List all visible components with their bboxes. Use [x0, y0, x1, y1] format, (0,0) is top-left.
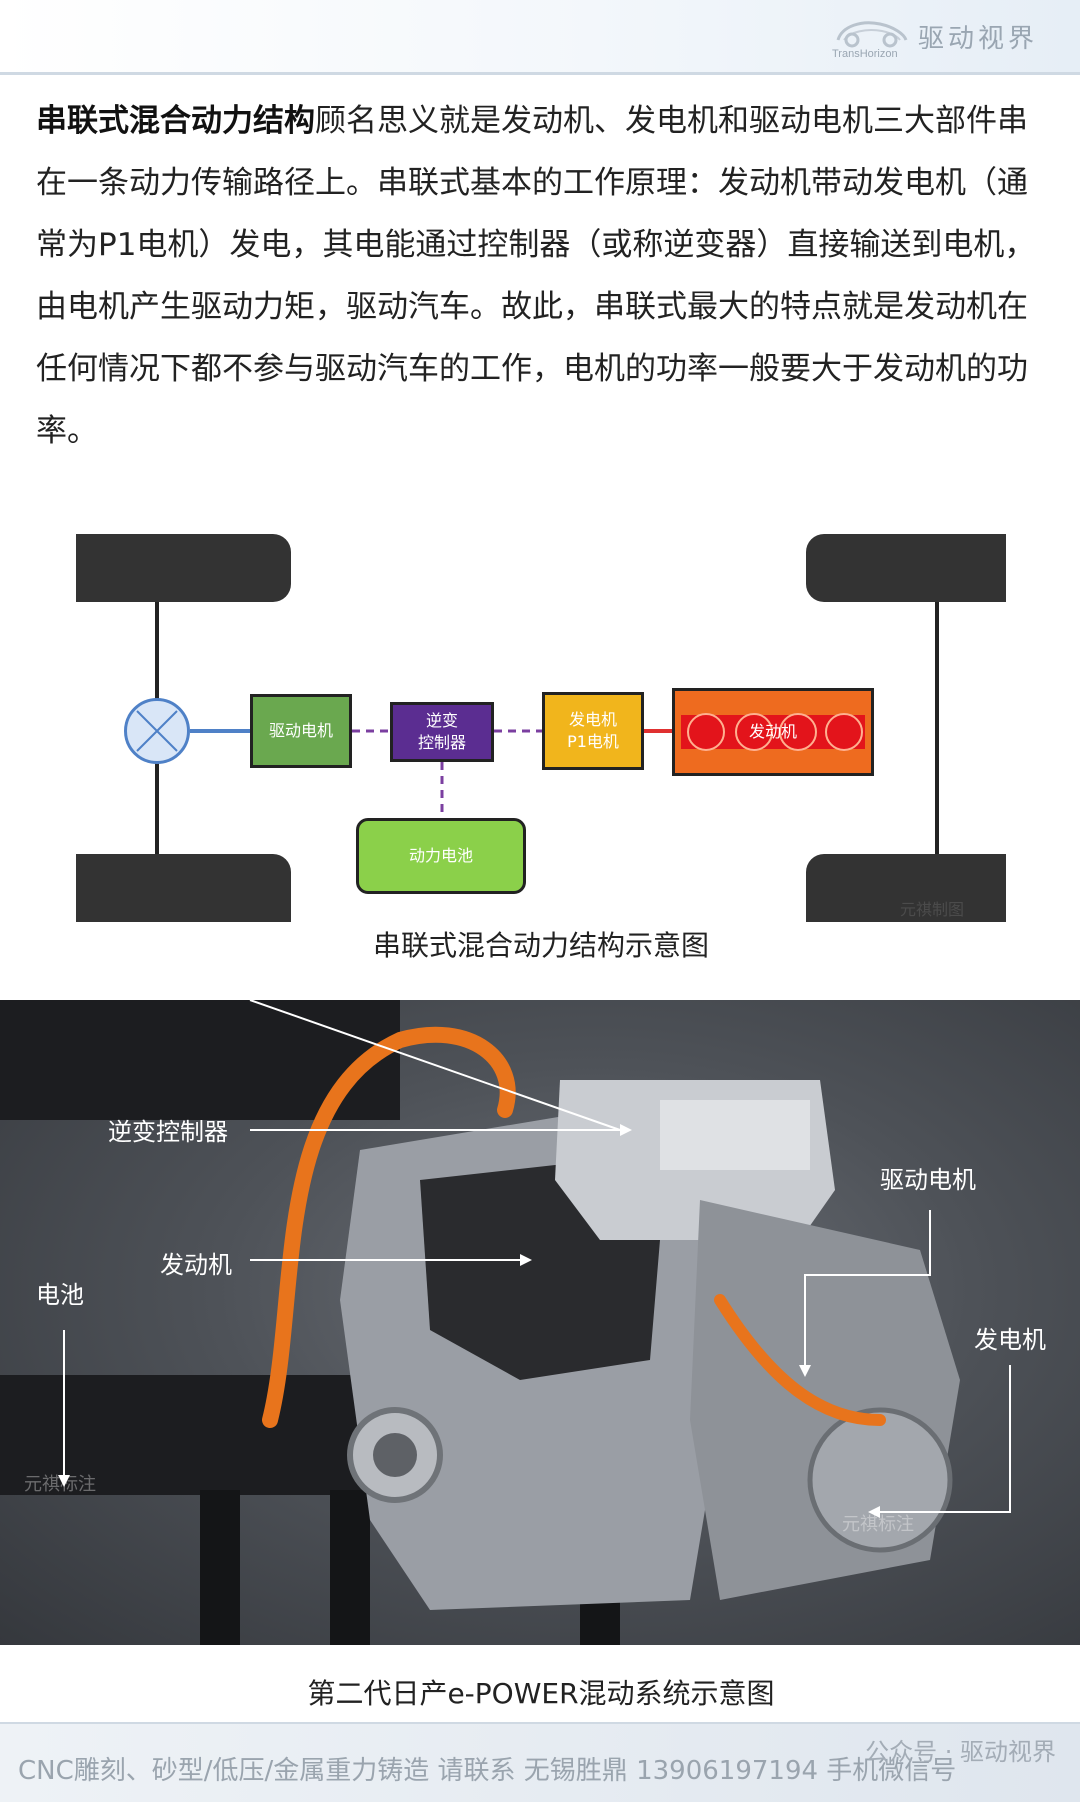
wheel-front-left [76, 534, 291, 602]
drive-motor-block: 驱动电机 [250, 694, 352, 768]
diagram-watermark: 元祺制图 [900, 900, 965, 919]
battery-callout: 电池 [36, 1281, 84, 1309]
engine-callout: 发动机 [160, 1251, 232, 1279]
drive-motor-callout: 驱动电机 [880, 1166, 976, 1194]
engine-cylinder-4 [825, 713, 863, 751]
wheel-rear-right [806, 854, 1006, 922]
page-header: 驱动视界 TransHorizon [0, 0, 1080, 75]
generator-block: 发电机 P1电机 [542, 692, 644, 770]
engine-cylinder-3 [779, 713, 817, 751]
inverter-label-line2: 控制器 [417, 733, 466, 752]
inverter-label-line1: 逆变 [425, 711, 458, 730]
wheel-rear-left [76, 854, 291, 922]
diagram-caption: 串联式混合动力结构示意图 [372, 929, 709, 962]
engine-cylinder-1 [687, 713, 725, 751]
photo-watermark-right: 元祺标注 [842, 1514, 914, 1535]
intro-text: 顾名思义就是发动机、发电机和驱动电机三大部件串在一条动力传输路径上。串联式基本的… [36, 103, 1036, 449]
cross-icon [136, 710, 178, 752]
right-axle [935, 602, 939, 854]
generator-label-line1: 发电机 [568, 710, 617, 729]
connector-lines [190, 729, 672, 818]
generator-callout: 发电机 [974, 1326, 1046, 1354]
generator-label-line2: P1电机 [567, 732, 619, 751]
car-swirl-icon [836, 21, 908, 48]
battery-label: 动力电池 [408, 846, 473, 865]
series-hybrid-diagram: 驱动电机 逆变 控制器 发电机 P1电机 发动机 动力电池 元祺制图 串联式混合… [36, 520, 1046, 962]
epower-photo: 逆变控制器 发动机 电池 驱动电机 发电机 元祺标注 元祺标注 [0, 1000, 1080, 1645]
inverter-callout: 逆变控制器 [108, 1118, 228, 1146]
engine-block: 发动机 [672, 688, 874, 776]
brand-logo: 驱动视界 TransHorizon [832, 10, 1042, 64]
drive-motor-label: 驱动电机 [268, 721, 333, 740]
epower-illustration [0, 1000, 1011, 1645]
wheel-front-right [806, 534, 1006, 602]
battery-block: 动力电池 [356, 818, 526, 894]
logo-subtitle: TransHorizon [832, 48, 898, 60]
footer-contact-text: CNC雕刻、砂型/低压/金属重力铸造 请联系 无锡胜鼎 13906197194 … [18, 1756, 957, 1786]
photo-caption: 第二代日产e-POWER混动系统示意图 [307, 1677, 775, 1710]
inverter-block: 逆变 控制器 [390, 702, 494, 762]
intro-bold-term: 串联式混合动力结构 [36, 103, 315, 139]
intro-paragraph: 串联式混合动力结构顾名思义就是发动机、发电机和驱动电机三大部件串在一条动力传输路… [36, 90, 1046, 462]
engine-label: 发动机 [748, 722, 797, 741]
footer-wechat: 公众号 · 驱动视界 [865, 1738, 1056, 1766]
engine-cylinder-2 [735, 713, 773, 751]
generator-arrow [880, 1365, 1011, 1513]
photo-watermark-left: 元祺标注 [24, 1474, 96, 1495]
drive-motor-arrow [804, 1210, 931, 1365]
differential [124, 698, 190, 764]
page-footer: CNC雕刻、砂型/低压/金属重力铸造 请联系 无锡胜鼎 13906197194 … [0, 1722, 1080, 1802]
logo-text: 驱动视界 [918, 24, 1039, 54]
